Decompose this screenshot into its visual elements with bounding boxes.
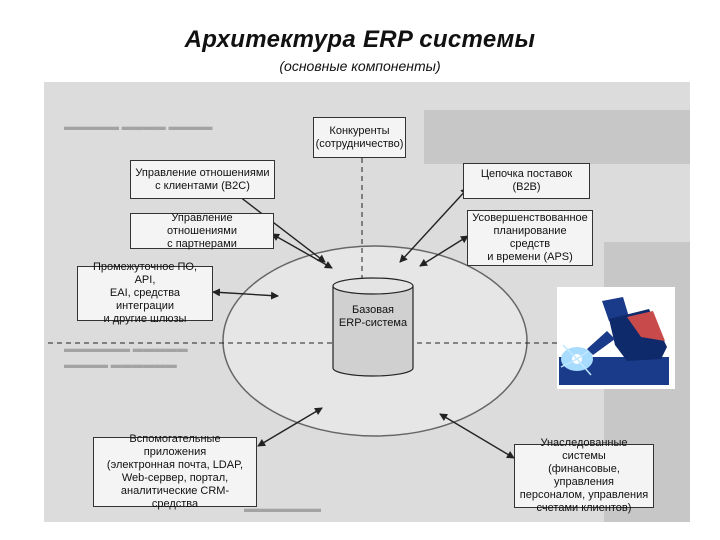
arrow-partners	[271, 233, 333, 269]
welder-icon	[557, 287, 675, 389]
database-cylinder-icon	[332, 277, 414, 377]
node-supply-chain: Цепочка поставок (B2B)	[463, 163, 590, 199]
scan-shade-panel	[424, 110, 690, 164]
slide-subtitle: (основные компоненты)	[279, 58, 441, 74]
core-erp-label: Базовая ERP-система	[338, 304, 408, 329]
node-legacy-systems: Унаследованные системы (финансовые, упра…	[514, 437, 654, 514]
slide-title: Архитектура ERP системы	[184, 26, 536, 53]
scan-text-fragment: ▬▬▬▬▬▬ ▬▬▬▬▬	[64, 343, 188, 355]
node-competitors: Конкуренты (сотрудничество)	[313, 117, 406, 158]
node-auxiliary-apps: Вспомогательные приложения (электронная …	[93, 433, 257, 510]
node-crm-b2c: Управление отношениями с клиентами (B2C)	[130, 160, 275, 199]
scan-text-fragment: ▬▬▬▬▬ ▬▬▬▬ ▬▬▬▬	[64, 121, 213, 133]
scan-text-fragment: ▬▬▬▬▬▬▬	[244, 503, 321, 515]
arrow-auxiliary	[257, 407, 323, 447]
node-partners: Управление отношениями с партнерами	[130, 212, 274, 250]
arrow-supply-chain	[399, 187, 469, 263]
arrow-middleware	[212, 288, 279, 300]
scan-text-fragment: ▬▬▬▬ ▬▬▬▬▬▬	[64, 359, 177, 371]
node-middleware: Промежуточное ПО, API, EAI, средства инт…	[77, 261, 213, 325]
node-aps: Усовершенствованное планирование средств…	[467, 210, 593, 266]
arrow-legacy	[439, 413, 515, 459]
arrow-aps	[419, 235, 469, 267]
